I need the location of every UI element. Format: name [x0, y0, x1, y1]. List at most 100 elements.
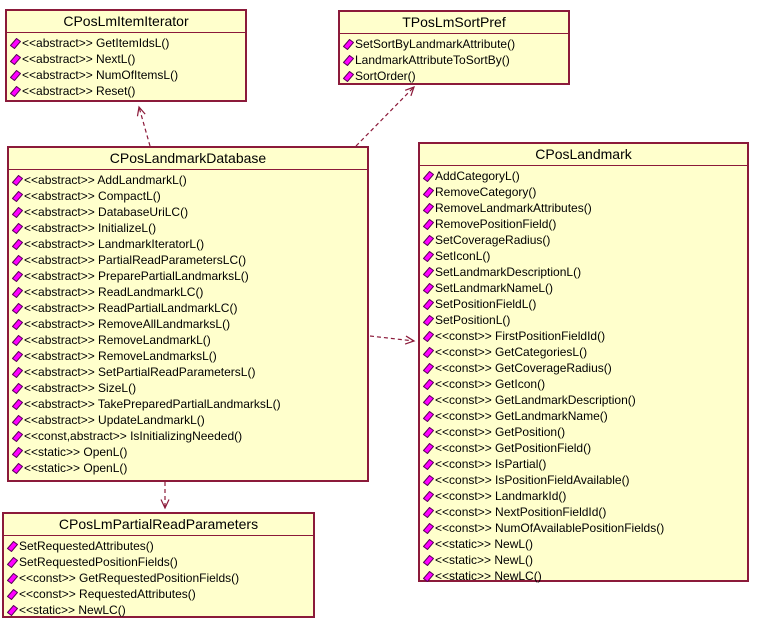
- operation-diamond-icon: [423, 314, 434, 326]
- operation-diamond-icon: [12, 254, 23, 266]
- operation-diamond-icon: [423, 554, 434, 566]
- operation-diamond-icon: [423, 346, 434, 358]
- method-label: <<abstract>> NextL(): [22, 52, 136, 66]
- operation-diamond-icon: [12, 190, 23, 202]
- class-title: CPosLmItemIterator: [7, 11, 245, 33]
- class-title: TPosLmSortPref: [340, 12, 568, 34]
- operation-diamond-icon: [423, 410, 434, 422]
- method-item: <<const>> GetPosition(): [423, 424, 746, 440]
- operation-diamond-icon: [423, 538, 434, 550]
- method-label: LandmarkAttributeToSortBy(): [355, 53, 510, 67]
- method-item: <<const>> GetRequestedPositionFields(): [7, 570, 312, 586]
- class-cpos-landmark: CPosLandmark AddCategoryL()RemoveCategor…: [418, 142, 749, 583]
- operation-diamond-icon: [423, 330, 434, 342]
- method-label: <<const>> GetRequestedPositionFields(): [19, 571, 240, 585]
- dependency-database-to-itemiterator-line: [136, 105, 151, 147]
- method-label: <<abstract>> RemoveLandmarksL(): [24, 349, 217, 363]
- method-label: <<abstract>> SetPartialReadParametersL(): [24, 365, 256, 379]
- operation-diamond-icon: [7, 540, 18, 552]
- method-label: <<const>> IsPositionFieldAvailable(): [435, 473, 630, 487]
- method-label: <<abstract>> InitializeL(): [24, 221, 157, 235]
- method-label: <<const>> GetIcon(): [435, 377, 546, 391]
- method-item: <<static>> OpenL(): [12, 460, 366, 476]
- method-label: <<static>> OpenL(): [24, 445, 128, 459]
- operation-diamond-icon: [12, 462, 23, 474]
- method-label: <<abstract>> UpdateLandmarkL(): [24, 413, 205, 427]
- method-label: <<const>> LandmarkId(): [435, 489, 567, 503]
- operation-diamond-icon: [12, 302, 23, 314]
- method-item: <<const>> NextPositionFieldId(): [423, 504, 746, 520]
- operation-diamond-icon: [10, 53, 21, 65]
- method-item: <<abstract>> PartialReadParametersLC(): [12, 252, 366, 268]
- method-item: <<const>> GetLandmarkName(): [423, 408, 746, 424]
- method-item: <<abstract>> TakePreparedPartialLandmark…: [12, 396, 366, 412]
- method-item: <<abstract>> NextL(): [10, 51, 244, 67]
- class-tpos-lm-sort-pref: TPosLmSortPref SetSortByLandmarkAttribut…: [338, 10, 570, 85]
- method-item: RemoveLandmarkAttributes(): [423, 200, 746, 216]
- method-item: <<const>> IsPartial(): [423, 456, 746, 472]
- operation-diamond-icon: [12, 334, 23, 346]
- method-label: <<abstract>> AddLandmarkL(): [24, 173, 187, 187]
- method-item: <<const>> RequestedAttributes(): [7, 586, 312, 602]
- method-label: SetIconL(): [435, 249, 491, 263]
- operation-diamond-icon: [12, 286, 23, 298]
- method-label: <<abstract>> ReadLandmarkLC(): [24, 285, 204, 299]
- method-item: <<const>> GetIcon(): [423, 376, 746, 392]
- operation-diamond-icon: [423, 202, 434, 214]
- method-item: SetLandmarkDescriptionL(): [423, 264, 746, 280]
- method-item: <<const>> GetLandmarkDescription(): [423, 392, 746, 408]
- method-item: <<const>> IsPositionFieldAvailable(): [423, 472, 746, 488]
- method-item: <<abstract>> RemoveAllLandmarksL(): [12, 316, 366, 332]
- method-label: <<static>> NewL(): [435, 553, 534, 567]
- method-label: <<static>> OpenL(): [24, 461, 128, 475]
- class-cpos-lm-item-iterator: CPosLmItemIterator <<abstract>> GetItemI…: [5, 9, 247, 102]
- operation-diamond-icon: [10, 85, 21, 97]
- method-label: <<abstract>> CompactL(): [24, 189, 161, 203]
- method-label: <<abstract>> RemoveLandmarkL(): [24, 333, 211, 347]
- method-item: <<abstract>> LandmarkIteratorL(): [12, 236, 366, 252]
- method-item: LandmarkAttributeToSortBy(): [343, 52, 567, 68]
- operation-diamond-icon: [12, 430, 23, 442]
- method-label: <<const>> GetPosition(): [435, 425, 566, 439]
- method-item: <<const>> GetCategoriesL(): [423, 344, 746, 360]
- class-cpos-landmark-database: CPosLandmarkDatabase <<abstract>> AddLan…: [7, 146, 369, 482]
- operation-diamond-icon: [423, 522, 434, 534]
- method-label: SetRequestedAttributes(): [19, 539, 154, 553]
- method-label: <<const>> GetLandmarkDescription(): [435, 393, 636, 407]
- method-item: SetRequestedAttributes(): [7, 538, 312, 554]
- method-item: <<abstract>> CompactL(): [12, 188, 366, 204]
- operation-diamond-icon: [343, 54, 354, 66]
- operation-diamond-icon: [423, 234, 434, 246]
- method-item: <<const>> GetPositionField(): [423, 440, 746, 456]
- method-label: <<abstract>> ReadPartialLandmarkLC(): [24, 301, 238, 315]
- method-label: <<abstract>> RemoveAllLandmarksL(): [24, 317, 231, 331]
- operation-diamond-icon: [12, 238, 23, 250]
- method-label: <<static>> NewLC(): [19, 603, 126, 617]
- method-label: SetCoverageRadius(): [435, 233, 551, 247]
- method-item: <<abstract>> Reset(): [10, 83, 244, 99]
- method-label: <<const,abstract>> IsInitializingNeeded(…: [24, 429, 243, 443]
- operation-diamond-icon: [12, 222, 23, 234]
- operation-diamond-icon: [423, 570, 434, 582]
- method-label: RemoveCategory(): [435, 185, 537, 199]
- method-label: <<const>> NumOfAvailablePositionFields(): [435, 521, 665, 535]
- operation-diamond-icon: [12, 446, 23, 458]
- method-label: <<abstract>> PartialReadParametersLC(): [24, 253, 247, 267]
- method-item: <<abstract>> ReadPartialLandmarkLC(): [12, 300, 366, 316]
- operation-diamond-icon: [343, 38, 354, 50]
- operation-diamond-icon: [12, 366, 23, 378]
- operation-diamond-icon: [12, 174, 23, 186]
- method-label: <<abstract>> TakePreparedPartialLandmark…: [24, 397, 281, 411]
- method-label: <<static>> NewLC(): [435, 569, 542, 583]
- class-title: CPosLmPartialReadParameters: [4, 514, 313, 536]
- method-label: <<const>> RequestedAttributes(): [19, 587, 196, 601]
- operation-diamond-icon: [423, 442, 434, 454]
- method-item: SortOrder(): [343, 68, 567, 84]
- method-label: SetLandmarkNameL(): [435, 281, 554, 295]
- method-item: <<const>> GetCoverageRadius(): [423, 360, 746, 376]
- method-item: <<static>> NewL(): [423, 536, 746, 552]
- method-label: <<abstract>> NumOfItemsL(): [22, 68, 179, 82]
- method-label: SetPositionFieldL(): [435, 297, 537, 311]
- method-list: <<abstract>> AddLandmarkL() <<abstract>> …: [9, 170, 367, 476]
